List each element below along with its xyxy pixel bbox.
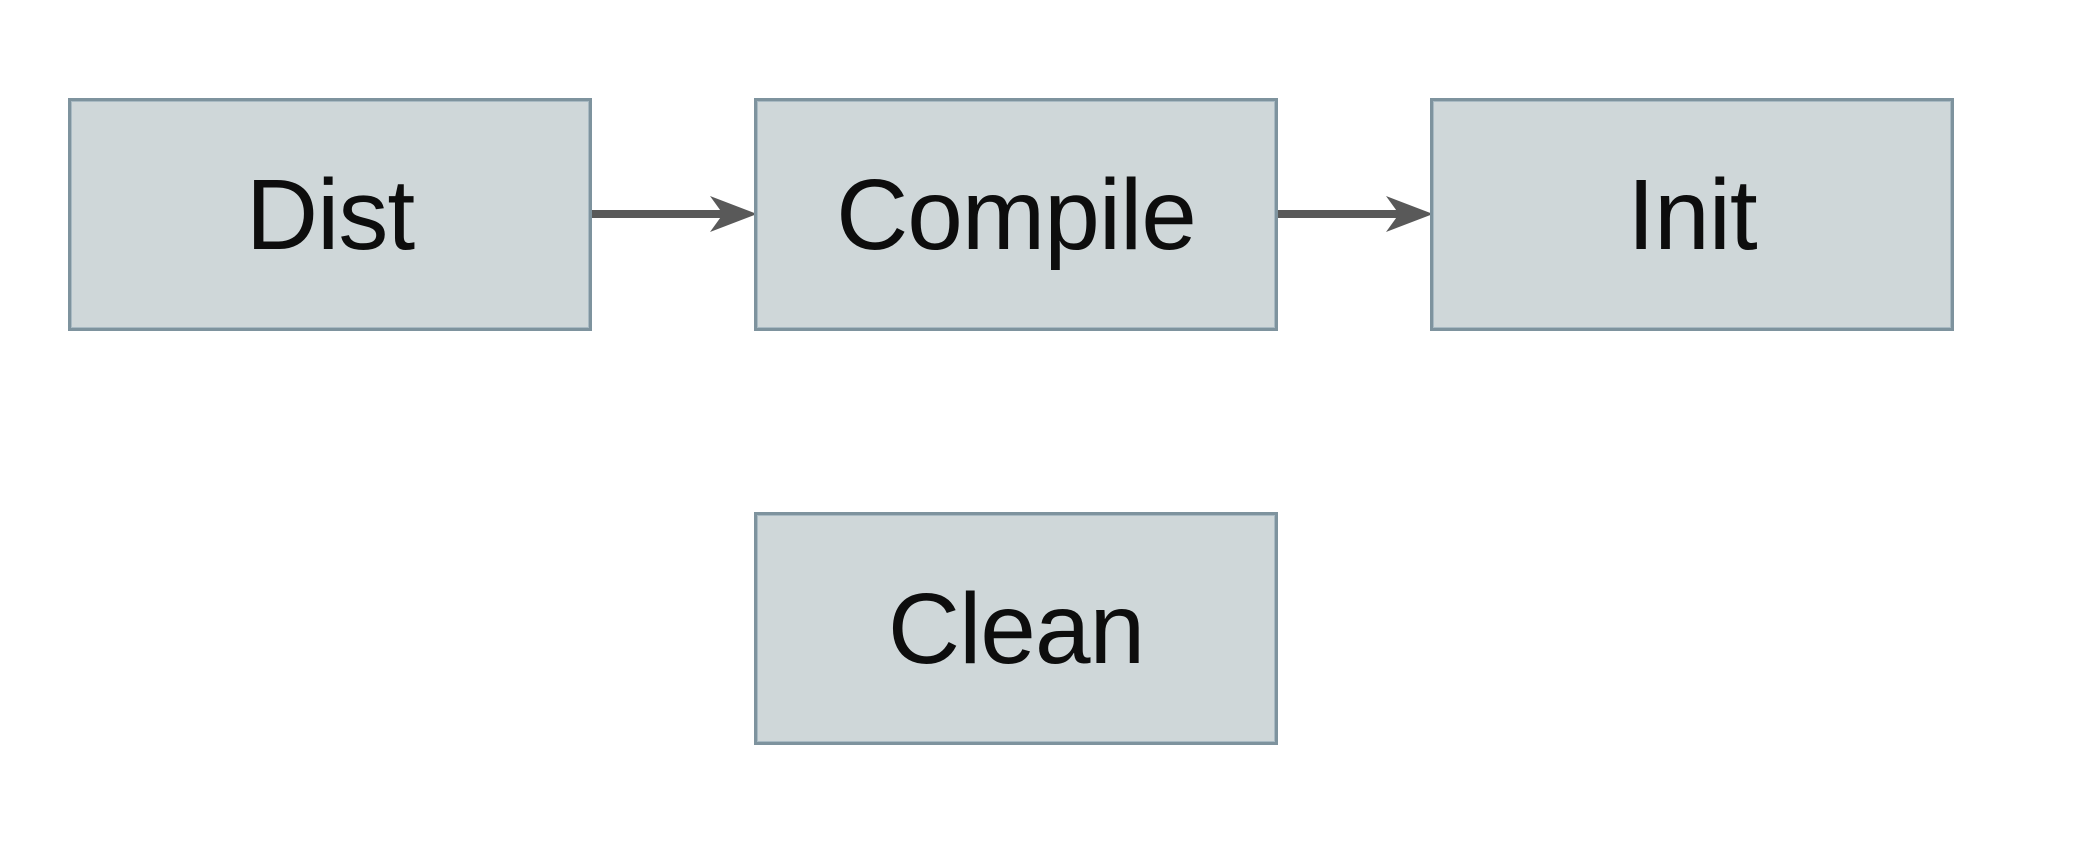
arrow-dist-to-compile [592,196,757,232]
flow-node-init: Init [1430,98,1954,331]
arrow-compile-to-init [1278,196,1433,232]
flow-node-dist: Dist [68,98,592,331]
flow-node-clean-label: Clean [887,572,1145,685]
flow-node-compile: Compile [754,98,1278,331]
flow-node-dist-label: Dist [245,158,415,271]
flow-node-compile-label: Compile [836,158,1197,271]
flow-node-init-label: Init [1627,158,1757,271]
flow-node-clean: Clean [754,512,1278,745]
